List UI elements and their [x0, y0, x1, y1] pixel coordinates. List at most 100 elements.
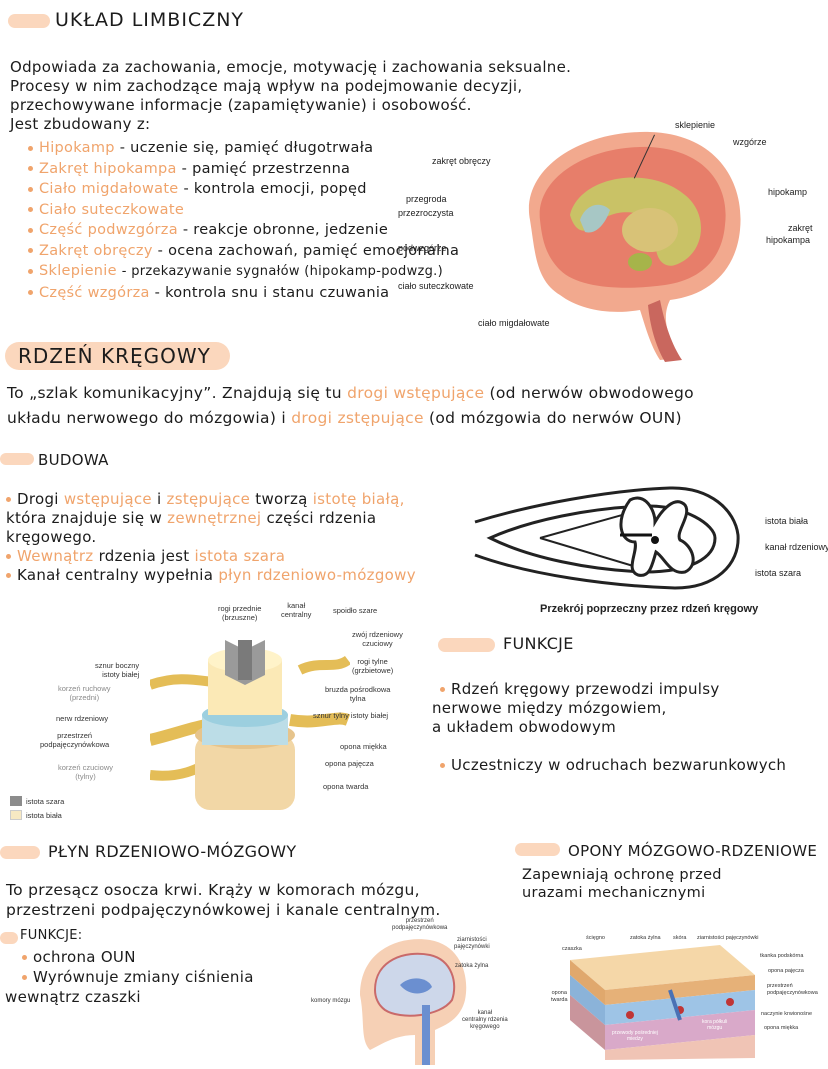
label-nerw-rdzeniowy: nerw rdzeniowy — [56, 714, 109, 723]
list-item: Wyrównuje zmiany ciśnienia — [22, 967, 254, 987]
label-sklepienie: sklepienie — [675, 120, 716, 130]
label-wzgorze: wzgórze — [733, 137, 767, 147]
men-label-ziarnistosci: ziarnistości pajęczynówki — [697, 935, 759, 941]
label-przegroda: przegroda — [406, 194, 447, 204]
label-kanal-rdzeniowy: kanał rdzeniowy — [765, 542, 828, 552]
list-item: Wewnątrz rdzenia jest istota szara — [6, 547, 416, 566]
cross-section-caption: Przekrój poprzeczny przez rdzeń kręgowy — [540, 603, 759, 615]
csf-highlight — [0, 846, 40, 859]
label-spoidlo: spoidło szare — [333, 606, 378, 615]
csf-funkcje-highlight — [0, 932, 18, 944]
list-item: Zakręt hipokampa - pamięć przestrzenna — [28, 159, 459, 180]
list-item: ochrona OUN — [22, 947, 254, 967]
limbic-description: Odpowiada za zachowania, emocje, motywac… — [10, 58, 571, 134]
csf-label-zatoka: zatoka żylna — [455, 963, 489, 969]
desc-line: Procesy w nim zachodzące mają wpływ na p… — [10, 77, 523, 95]
men-label-tkanka: tkanka podskórna — [760, 953, 804, 959]
spinal-cross-section-figure — [474, 486, 740, 590]
budowa-text: Drogi wstępujące i zstępujące tworzą ist… — [6, 490, 416, 585]
men-label-naczynie: naczynie krwionośne — [761, 1011, 813, 1017]
funkcje-highlight — [438, 638, 495, 652]
limbic-title: UKŁAD LIMBICZNY — [55, 9, 245, 31]
list-item-cont: nerwowe między mózgowiem, — [432, 699, 667, 717]
desc-line: Jest zbudowany z: — [10, 115, 151, 133]
label-rogi-przednie: rogi przednie(brzuszne) — [218, 604, 262, 622]
limbic-brain-figure — [528, 131, 741, 362]
list-item: Zakręt obręczy - ocena zachowań, pamięć … — [28, 241, 459, 262]
list-item: kręgowego. — [6, 528, 97, 546]
label-hipokampa: hipokampa — [766, 235, 811, 245]
label-cialo-migdalowate: ciało migdałowate — [478, 318, 550, 328]
funkcje-text: Rdzeń kręgowy przewodzi impulsy nerwowe … — [432, 680, 786, 775]
label-opona-twarda: opona twarda — [323, 782, 369, 791]
list-item: Część wzgórza - kontrola snu i stanu czu… — [28, 283, 459, 304]
list-item: Drogi wstępujące i zstępujące tworzą ist… — [6, 490, 416, 509]
legend-swatch-grey — [10, 796, 22, 806]
men-label-zatoka: zatoka żylna — [630, 935, 661, 941]
csf-label-komory: komory mózgu — [311, 998, 351, 1004]
list-item: Rdzeń kręgowy przewodzi impulsy — [440, 680, 786, 699]
budowa-title: BUDOWA — [38, 451, 109, 469]
label-rogi-tylne: rogi tylne(grzbietowe) — [352, 657, 394, 675]
legend-swatch-white — [10, 810, 22, 820]
label-opona-pajecza: opona pajęcza — [325, 759, 374, 768]
list-item: Hipokamp - uczenie się, pamięć długotrwa… — [28, 138, 459, 159]
funkcje-title: FUNKCJE — [503, 634, 574, 653]
title-highlight — [8, 14, 50, 28]
list-item: Uczestniczy w odruchach bezwarunkowych — [440, 756, 786, 775]
label-istota-szara: istota szara — [755, 568, 802, 578]
spinal-title: RDZEŃ KRĘGOWY — [18, 344, 211, 368]
men-label-skora: skóra — [673, 935, 687, 941]
meninges-description: Zapewniają ochronę przed urazami mechani… — [522, 867, 722, 901]
csf-title: PŁYN RDZENIOWO-MÓZGOWY — [48, 842, 297, 861]
men-label-opona-pajecza: opona pajęcza — [768, 968, 804, 974]
list-item-cont: a układem obwodowym — [432, 718, 617, 736]
label-korzen-czuciowy: korzeń czuciowy(tylny) — [58, 763, 114, 781]
label-sznur-tylny: sznur tylny istoty białej — [313, 711, 389, 720]
spinal-intro-2: układu nerwowego do mózgowia) i drogi zs… — [7, 409, 682, 427]
csf-list: ochrona OUN Wyrównuje zmiany ciśnienia — [22, 947, 254, 987]
title-highlight — [5, 342, 230, 370]
label-podwzgorze: podwzgórze — [398, 243, 447, 253]
desc-line: Odpowiada za zachowania, emocje, motywac… — [10, 58, 572, 76]
men-label-opona-miekka: opona miękka — [764, 1025, 799, 1031]
list-item: która znajduje się w zewnętrznej części … — [6, 509, 377, 527]
label-zakret: zakręt — [788, 223, 813, 233]
list-item: Kanał centralny wypełnia płyn rdzeniowo-… — [6, 566, 416, 585]
label-zakret-obreczy: zakręt obręczy — [432, 156, 491, 166]
list-item: Sklepienie - przekazywanie sygnałów (hip… — [28, 261, 459, 283]
men-label-sciegno: ścięgno — [586, 935, 605, 941]
label-przezroczysta: przezroczysta — [398, 208, 454, 218]
csf-funkcje-title: FUNKCJE: — [20, 928, 83, 943]
meninges-highlight — [515, 843, 560, 856]
list-item: Część podwzgórza - reakcje obronne, jedz… — [28, 220, 459, 241]
list-item: Ciało suteczkowate — [28, 200, 459, 221]
legend-grey-label: istota szara — [26, 797, 65, 806]
legend-white-label: istota biała — [26, 811, 62, 820]
label-opona-miekka: opona miękka — [340, 742, 387, 751]
budowa-highlight — [0, 453, 34, 465]
label-cialo-suteczkowate: ciało suteczkowate — [398, 281, 474, 291]
limbic-list: Hipokamp - uczenie się, pamięć długotrwa… — [28, 138, 459, 303]
csf-list-cont: wewnątrz czaszki — [5, 988, 141, 1006]
spinal-3d-figure — [150, 640, 350, 810]
csf-description: To przesącz osocza krwi. Krąży w komorac… — [6, 881, 441, 919]
desc-line: przechowywane informacje (zapamiętywanie… — [10, 96, 472, 114]
csf-figure — [360, 939, 467, 1065]
label-hipokamp: hipokamp — [768, 187, 808, 197]
list-item: Ciało migdałowate - kontrola emocji, pop… — [28, 179, 459, 200]
meninges-title: OPONY MÓZGOWO-RDZENIOWE — [568, 842, 818, 860]
men-label-czaszka: czaszka — [562, 946, 582, 952]
label-istota-biala: istota biała — [765, 516, 809, 526]
